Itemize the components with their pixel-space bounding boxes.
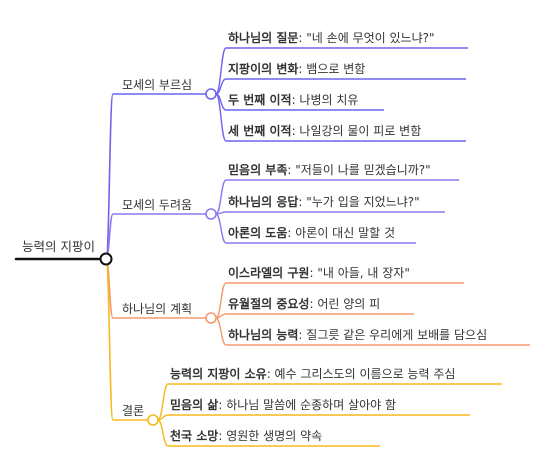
child-connector-1-4 — [215, 93, 227, 142]
child-separator: : — [287, 226, 296, 240]
child-text: 질그릇 같은 우리에게 보배를 담으심 — [306, 328, 488, 342]
child-text: 어린 양의 피 — [317, 297, 381, 311]
child-separator: : — [218, 429, 227, 443]
child-connector-1-1 — [215, 47, 227, 95]
child-separator: : — [298, 328, 307, 342]
child-text: 나병의 치유 — [299, 93, 359, 107]
child-label[interactable]: 지팡이의 변화: 뱀으로 변함 — [228, 61, 365, 77]
child-text: "누가 입을 지었느냐?" — [306, 195, 420, 209]
branch-connector-4 — [105, 258, 114, 421]
branch-connector-1 — [105, 93, 114, 260]
root-collapse-toggle — [99, 252, 113, 266]
child-connector-3-1 — [215, 282, 227, 319]
child-title: 유월절의 중요성 — [228, 297, 310, 311]
child-label[interactable]: 하나님의 능력: 질그릇 같은 우리에게 보배를 담으심 — [228, 327, 487, 343]
root-node-label[interactable]: 능력의 지팡이 — [22, 239, 95, 254]
child-label[interactable]: 하나님의 응답: "누가 입을 지었느냐?" — [228, 194, 420, 210]
child-label[interactable]: 믿음의 삶: 하나님 말씀에 순종하며 살아야 함 — [170, 397, 396, 413]
child-text: 아론이 대신 말할 것 — [295, 226, 396, 240]
child-title: 믿음의 삶 — [170, 398, 219, 412]
branch-label-2[interactable]: 모세의 두려움 — [122, 198, 193, 212]
child-label[interactable]: 믿음의 부족: "저들이 나를 믿겠습니까?" — [228, 162, 431, 178]
child-title: 믿음의 부족 — [228, 163, 288, 177]
branch-collapse-toggle-1 — [205, 88, 217, 100]
branch-label-3[interactable]: 하나님의 계획 — [122, 302, 193, 316]
child-text: 영원한 생명의 약속 — [226, 429, 323, 443]
branch-label-1[interactable]: 모세의 부르심 — [122, 78, 193, 92]
child-connector-1-2 — [215, 78, 227, 95]
child-text: 뱀으로 변함 — [306, 62, 366, 76]
child-title: 이스라엘의 구원 — [228, 266, 310, 280]
child-label[interactable]: 두 번째 이적: 나병의 치유 — [228, 92, 358, 108]
child-connector-2-1 — [215, 179, 227, 215]
child-label[interactable]: 능력의 지팡이 소유: 예수 그리스도의 이름으로 능력 주심 — [170, 366, 455, 382]
child-separator: : — [287, 163, 296, 177]
child-label[interactable]: 이스라엘의 구원: "내 아들, 내 장자" — [228, 265, 410, 281]
child-label[interactable]: 세 번째 이적: 나일강의 물이 피로 변함 — [228, 123, 421, 139]
branch-collapse-toggle-4 — [147, 414, 159, 426]
child-connector-4-3 — [157, 419, 169, 447]
child-text: 나일강의 물이 피로 변함 — [299, 124, 422, 138]
child-separator: : — [266, 367, 275, 381]
child-title: 하나님의 응답 — [228, 195, 299, 209]
child-title: 지팡이의 변화 — [228, 62, 299, 76]
child-connector-2-3 — [215, 213, 227, 244]
child-title: 두 번째 이적 — [228, 93, 292, 107]
child-separator: : — [291, 124, 300, 138]
child-separator: : — [291, 93, 300, 107]
child-label[interactable]: 아론의 도움: 아론이 대신 말할 것 — [228, 225, 395, 241]
child-separator: : — [218, 398, 227, 412]
child-text: "저들이 나를 믿겠습니까?" — [295, 163, 431, 177]
child-separator: : — [298, 62, 307, 76]
child-title: 능력의 지팡이 소유 — [170, 367, 267, 381]
child-title: 하나님의 질문 — [228, 31, 299, 45]
child-separator: : — [309, 297, 318, 311]
child-separator: : — [298, 195, 307, 209]
child-label[interactable]: 하나님의 질문: "네 손에 무엇이 있느냐?" — [228, 30, 435, 46]
child-text: 하나님 말씀에 순종하며 살아야 함 — [226, 398, 397, 412]
child-title: 하나님의 능력 — [228, 328, 299, 342]
child-text: 예수 그리스도의 이름으로 능력 주심 — [274, 367, 456, 381]
child-text: "네 손에 무엇이 있느냐?" — [306, 31, 435, 45]
child-label[interactable]: 천국 소망: 영원한 생명의 약속 — [170, 428, 322, 444]
child-separator: : — [298, 31, 307, 45]
child-text: "내 아들, 내 장자" — [317, 266, 410, 280]
branch-label-4[interactable]: 결론 — [122, 404, 145, 418]
child-connector-4-1 — [157, 383, 169, 421]
branch-collapse-toggle-3 — [205, 312, 217, 324]
child-connector-3-3 — [215, 317, 227, 346]
child-title: 세 번째 이적 — [228, 124, 292, 138]
child-title: 아론의 도움 — [228, 226, 288, 240]
child-title: 천국 소망 — [170, 429, 219, 443]
child-separator: : — [309, 266, 318, 280]
child-label[interactable]: 유월절의 중요성: 어린 양의 피 — [228, 296, 380, 312]
branch-collapse-toggle-2 — [205, 208, 217, 220]
